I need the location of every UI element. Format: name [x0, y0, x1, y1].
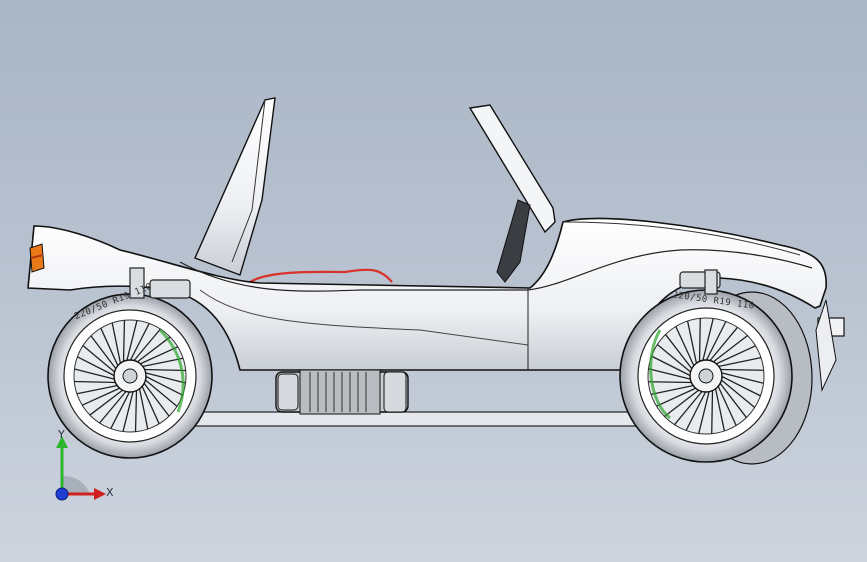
floor-pan: [149, 411, 651, 427]
coordinate-triad[interactable]: Y X: [40, 428, 130, 522]
body-crease-lower: [199, 289, 529, 346]
rear-lamp-stripe: [30, 254, 44, 259]
hood-line: [562, 221, 801, 256]
rear-suspension: [129, 267, 191, 299]
rear-roll-bar: [194, 97, 276, 276]
rear-lamp: [29, 243, 45, 273]
triad-axes: [55, 436, 106, 501]
steering-wheel: [496, 199, 531, 283]
body-crease-upper: [179, 249, 813, 292]
roll-bar-edge: [231, 99, 266, 263]
buggy-body: [27, 217, 827, 371]
y-axis-label: Y: [58, 428, 65, 441]
drive-motor: [275, 369, 409, 415]
front-wheel: [619, 289, 813, 465]
front-suspension: [679, 269, 721, 295]
windshield-frame: [468, 104, 556, 234]
x-axis-label: X: [106, 486, 114, 499]
wiring-harness: [249, 268, 393, 283]
front-mudflap: [815, 299, 837, 392]
rear-wheel: [47, 293, 213, 459]
